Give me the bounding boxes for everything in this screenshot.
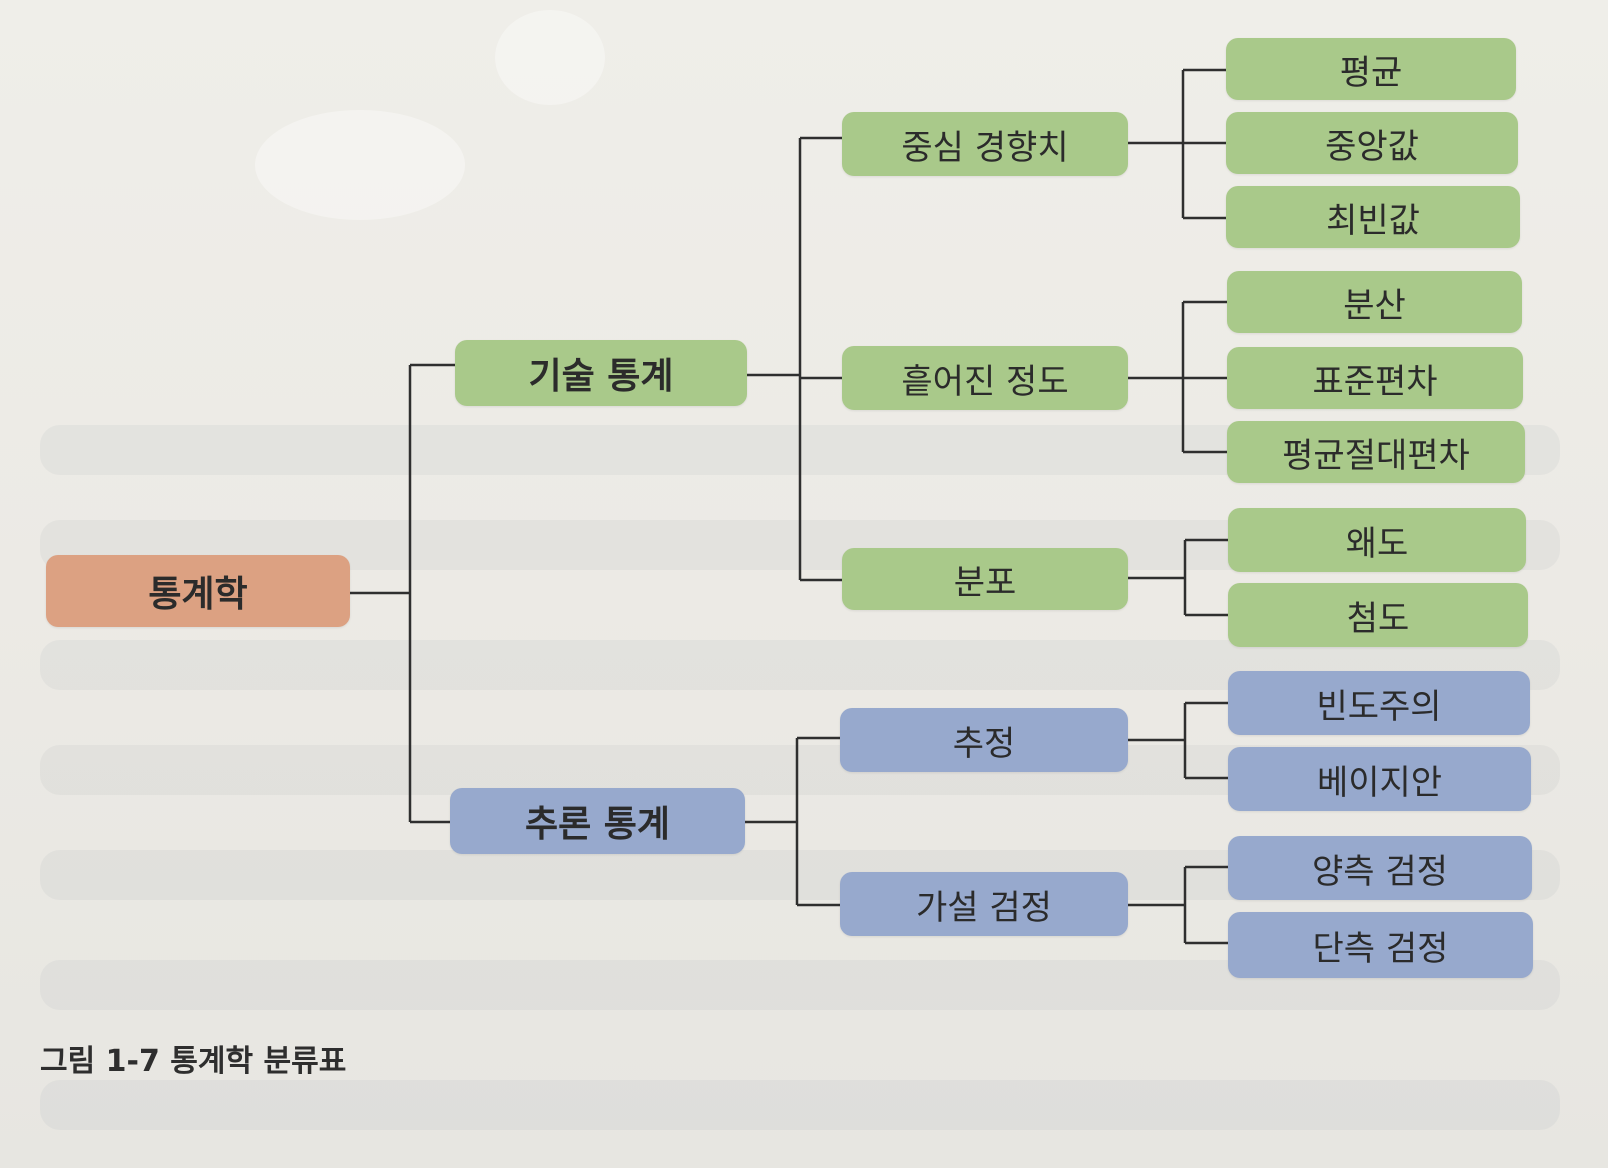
paper-stain: [495, 10, 605, 105]
leaf-mean: 평균: [1226, 38, 1516, 100]
node-descriptive-statistics: 기술 통계: [455, 340, 747, 406]
leaf-mode: 최빈값: [1226, 186, 1520, 248]
bleed-through-text: [40, 1080, 1560, 1130]
connector-dispersion: [1128, 300, 1227, 454]
node-estimation: 추정: [840, 708, 1128, 772]
leaf-skewness: 왜도: [1228, 508, 1526, 572]
node-hypothesis-test: 가설 검정: [840, 872, 1128, 936]
leaf-one-tailed-test: 단측 검정: [1228, 912, 1533, 978]
leaf-standard-deviation: 표준편차: [1227, 347, 1523, 409]
node-central-tendency: 중심 경향치: [842, 112, 1128, 176]
connector-central-tendency: [1128, 68, 1226, 220]
leaf-variance: 분산: [1227, 271, 1522, 333]
leaf-median: 중앙값: [1226, 112, 1518, 174]
connector-estimation: [1128, 701, 1228, 780]
connector-inferential: [745, 736, 840, 907]
leaf-bayesian: 베이지안: [1228, 747, 1531, 811]
node-dispersion: 흩어진 정도: [842, 346, 1128, 410]
node-root: 통계학: [46, 555, 350, 627]
connector-hypothesis-test: [1128, 865, 1228, 945]
paper-stain: [255, 110, 465, 220]
node-inferential-statistics: 추론 통계: [450, 788, 745, 854]
node-distribution: 분포: [842, 548, 1128, 610]
leaf-two-tailed-test: 양측 검정: [1228, 836, 1532, 900]
leaf-mean-absolute-deviation: 평균절대편차: [1227, 421, 1525, 483]
connector-descriptive: [747, 136, 842, 582]
leaf-frequentist: 빈도주의: [1228, 671, 1530, 735]
leaf-kurtosis: 첨도: [1228, 583, 1528, 647]
connector-distribution: [1128, 538, 1228, 617]
connector-root: [350, 363, 455, 824]
figure-caption: 그림 1-7 통계학 분류표: [40, 1044, 347, 1079]
